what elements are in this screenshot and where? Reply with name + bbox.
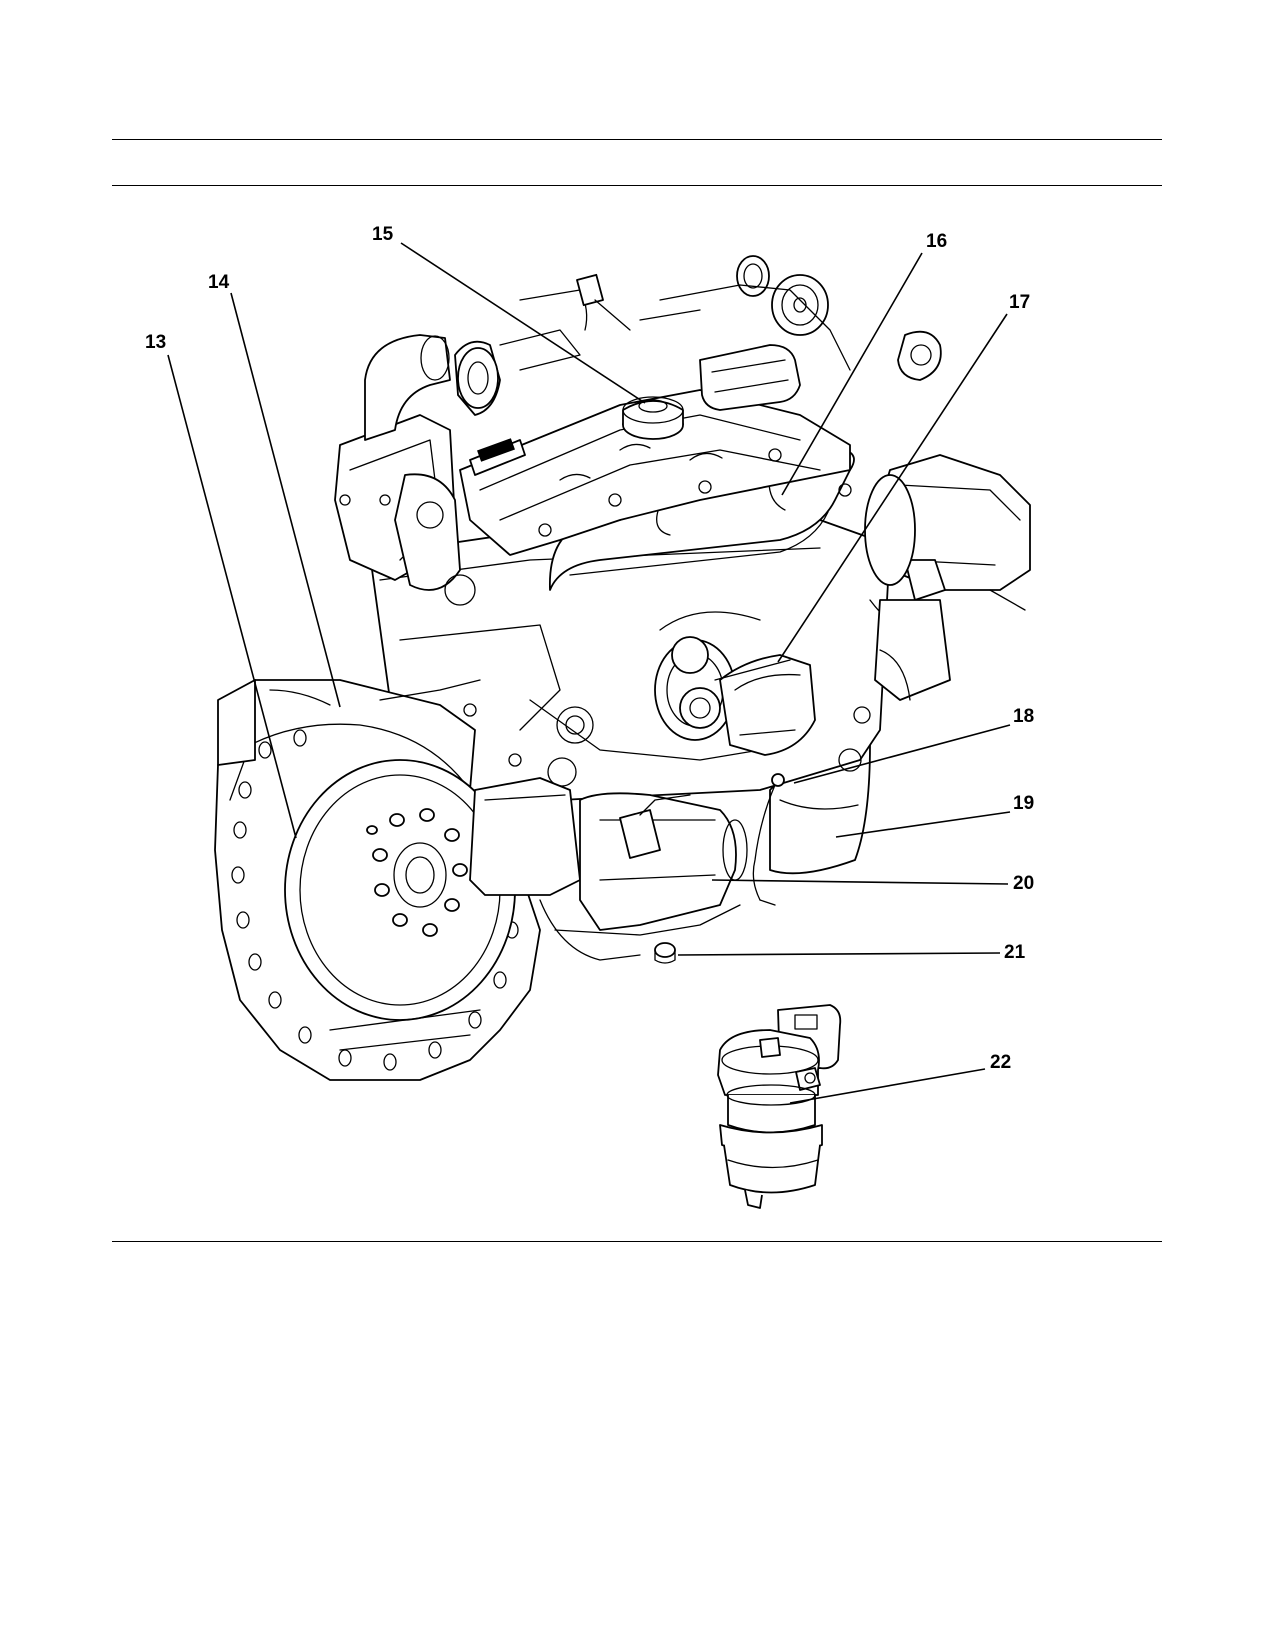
leader-line-19 bbox=[835, 811, 1011, 838]
callout-14: 14 bbox=[208, 272, 341, 708]
fuel-filter-drawing bbox=[717, 1004, 842, 1209]
leader-line-20 bbox=[711, 879, 1009, 885]
callout-label-18: 18 bbox=[1013, 706, 1034, 727]
engine-drawing bbox=[214, 255, 1031, 1081]
leader-line-17 bbox=[777, 313, 1008, 663]
callout-17: 17 bbox=[777, 292, 1030, 663]
leader-line-13 bbox=[167, 354, 297, 839]
leader-line-16 bbox=[781, 252, 923, 496]
leader-line-15 bbox=[400, 242, 646, 404]
callout-label-20: 20 bbox=[1013, 873, 1034, 894]
callout-16: 16 bbox=[781, 231, 947, 496]
footer-rule bbox=[112, 1241, 1162, 1242]
callouts: 13 14 15 16 17 18 19 20 bbox=[145, 224, 1034, 1104]
flange-bolt-holes bbox=[231, 729, 519, 1071]
leader-line-21 bbox=[677, 952, 1001, 956]
callout-20: 20 bbox=[711, 873, 1034, 894]
callout-label-15: 15 bbox=[372, 224, 394, 245]
callout-18: 18 bbox=[793, 706, 1034, 784]
flywheel-bolts bbox=[366, 808, 468, 937]
leader-line-14 bbox=[230, 292, 341, 708]
callout-label-16: 16 bbox=[926, 231, 947, 252]
callout-19: 19 bbox=[835, 793, 1034, 838]
callout-22: 22 bbox=[789, 1052, 1011, 1104]
callout-label-21: 21 bbox=[1004, 942, 1026, 963]
callout-label-22: 22 bbox=[990, 1052, 1011, 1073]
callout-21: 21 bbox=[677, 942, 1026, 963]
callout-13: 13 bbox=[145, 332, 297, 839]
callout-label-13: 13 bbox=[145, 332, 166, 353]
leader-line-18 bbox=[793, 724, 1011, 784]
leader-line-22 bbox=[789, 1068, 986, 1104]
callout-label-17: 17 bbox=[1009, 292, 1030, 313]
callout-label-14: 14 bbox=[208, 272, 230, 293]
callout-label-19: 19 bbox=[1013, 793, 1034, 814]
header-rule-top bbox=[112, 139, 1162, 140]
callout-15: 15 bbox=[372, 224, 646, 404]
header-rule-bottom bbox=[112, 185, 1162, 186]
